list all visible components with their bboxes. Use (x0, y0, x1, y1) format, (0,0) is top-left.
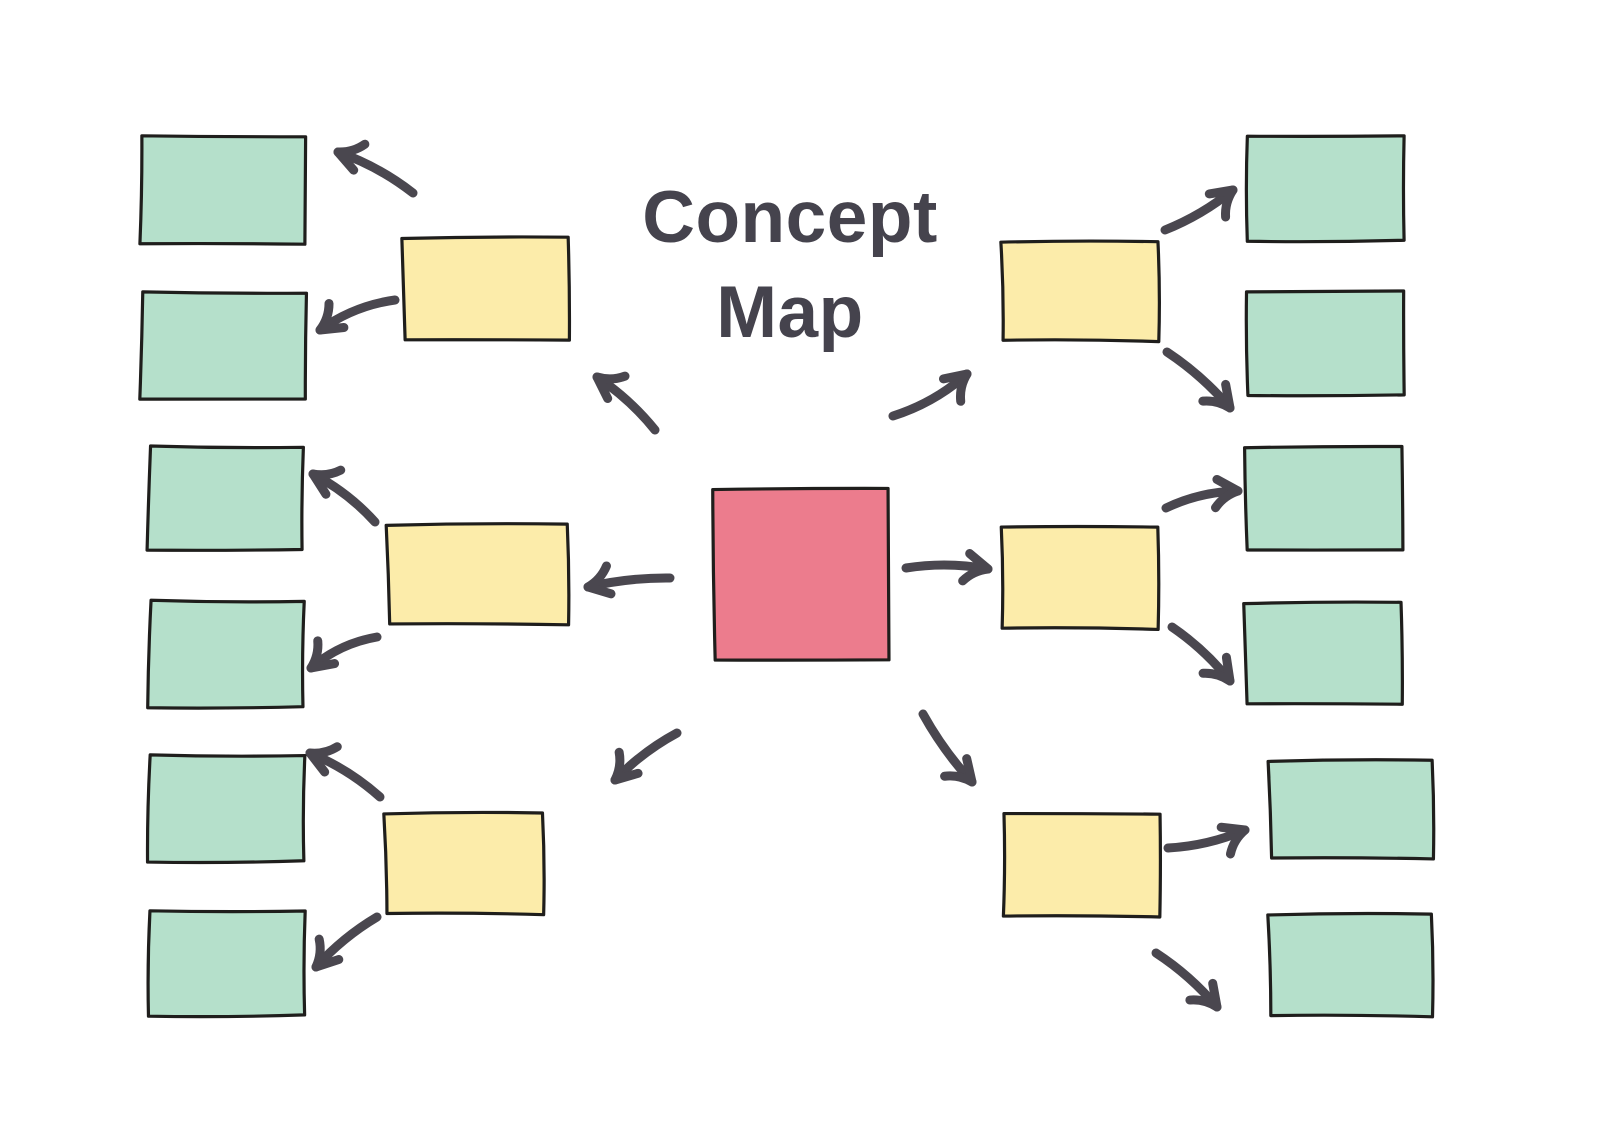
arrow-branch-top-right-to-leaf-2 (1162, 347, 1235, 413)
arrow-branch-middle-left-to-leaf-4 (306, 632, 382, 673)
map-title: Concept Map (642, 177, 938, 353)
arrow-center-to-branch-top-left (592, 371, 660, 435)
arrow-head (308, 465, 346, 499)
arrow-head (306, 636, 340, 673)
arrow-head (315, 298, 349, 335)
leaf-box-left-6 (146, 909, 307, 1019)
leaf-box-right-1 (1244, 134, 1406, 244)
arrow-head (1185, 978, 1222, 1012)
arrows-layer (305, 139, 1250, 1012)
leaf-box-left-2 (138, 290, 309, 401)
arrow-branch-bottom-left-to-leaf-6 (311, 912, 382, 972)
leaf-box-left-1 (138, 134, 308, 246)
boxes-layer (138, 134, 1436, 1019)
leaf-box-left-4 (146, 598, 306, 710)
arrow-head (1211, 474, 1243, 513)
branch-box-middle-right (999, 524, 1161, 632)
arrow-branch-middle-right-to-leaf-4 (1167, 622, 1235, 686)
arrow-head (1198, 652, 1235, 686)
arrow-branch-top-left-to-leaf-1 (333, 139, 418, 198)
arrow-center-to-branch-bottom-right (918, 709, 977, 787)
arrow-head (939, 369, 972, 406)
arrow-center-to-branch-bottom-left (610, 728, 682, 785)
branch-box-top-left (400, 235, 572, 342)
arrow-center-to-branch-middle-left (583, 561, 675, 599)
arrow-head (1198, 379, 1235, 413)
arrow-branch-top-right-to-leaf-1 (1160, 185, 1238, 235)
arrow-branch-top-left-to-leaf-2 (315, 295, 400, 335)
branch-box-middle-left (384, 522, 571, 627)
arrow-head (958, 549, 993, 586)
leaf-box-right-6 (1266, 911, 1435, 1019)
center-topic-box (711, 486, 891, 662)
arrow-center-to-branch-middle-right (901, 549, 993, 586)
arrow-head (940, 754, 977, 787)
arrow-head (610, 747, 643, 785)
arrow-head (305, 742, 342, 777)
arrow-branch-middle-right-to-leaf-3 (1161, 474, 1243, 513)
branch-box-bottom-right (1001, 811, 1163, 919)
arrow-head (583, 561, 616, 599)
leaf-box-right-4 (1242, 600, 1404, 706)
arrow-head (1216, 822, 1250, 859)
leaf-box-right-5 (1266, 758, 1436, 861)
arrow-branch-bottom-right-to-leaf-5 (1163, 822, 1250, 859)
arrow-branch-middle-left-to-leaf-3 (308, 465, 380, 527)
arrow-branch-bottom-right-to-leaf-6 (1151, 948, 1222, 1012)
arrow-head (333, 139, 370, 175)
branch-box-bottom-left (382, 810, 546, 917)
arrow-center-to-branch-top-right (888, 369, 972, 421)
leaf-box-right-2 (1244, 289, 1406, 398)
branch-box-top-right (999, 239, 1161, 344)
leaf-box-right-3 (1243, 444, 1405, 552)
leaf-box-left-3 (145, 444, 305, 552)
leaf-box-left-5 (145, 753, 307, 865)
arrow-head (1204, 185, 1238, 222)
arrow-branch-bottom-left-to-leaf-5 (305, 742, 385, 802)
title-line-1: Concept (642, 177, 938, 258)
arrow-head (592, 371, 630, 403)
arrow-head (311, 934, 344, 972)
title-line-2: Map (716, 272, 864, 353)
